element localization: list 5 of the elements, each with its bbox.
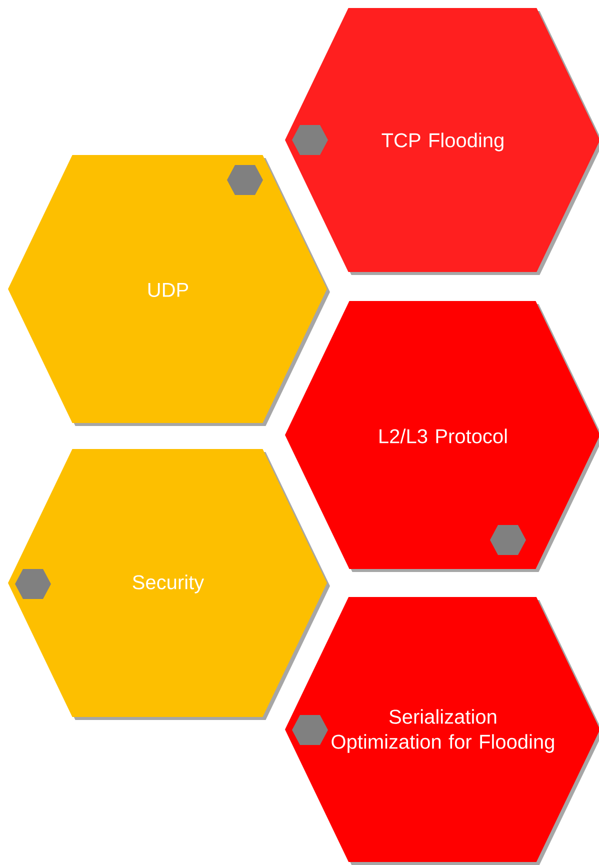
hexagon: Security <box>8 449 330 720</box>
hexagon: Serialization Optimization for Flooding <box>285 597 599 865</box>
hexagon: L2/L3 Protocol <box>285 301 599 572</box>
hexagon: UDP <box>8 155 330 426</box>
hexagon: TCP Flooding <box>285 8 599 275</box>
